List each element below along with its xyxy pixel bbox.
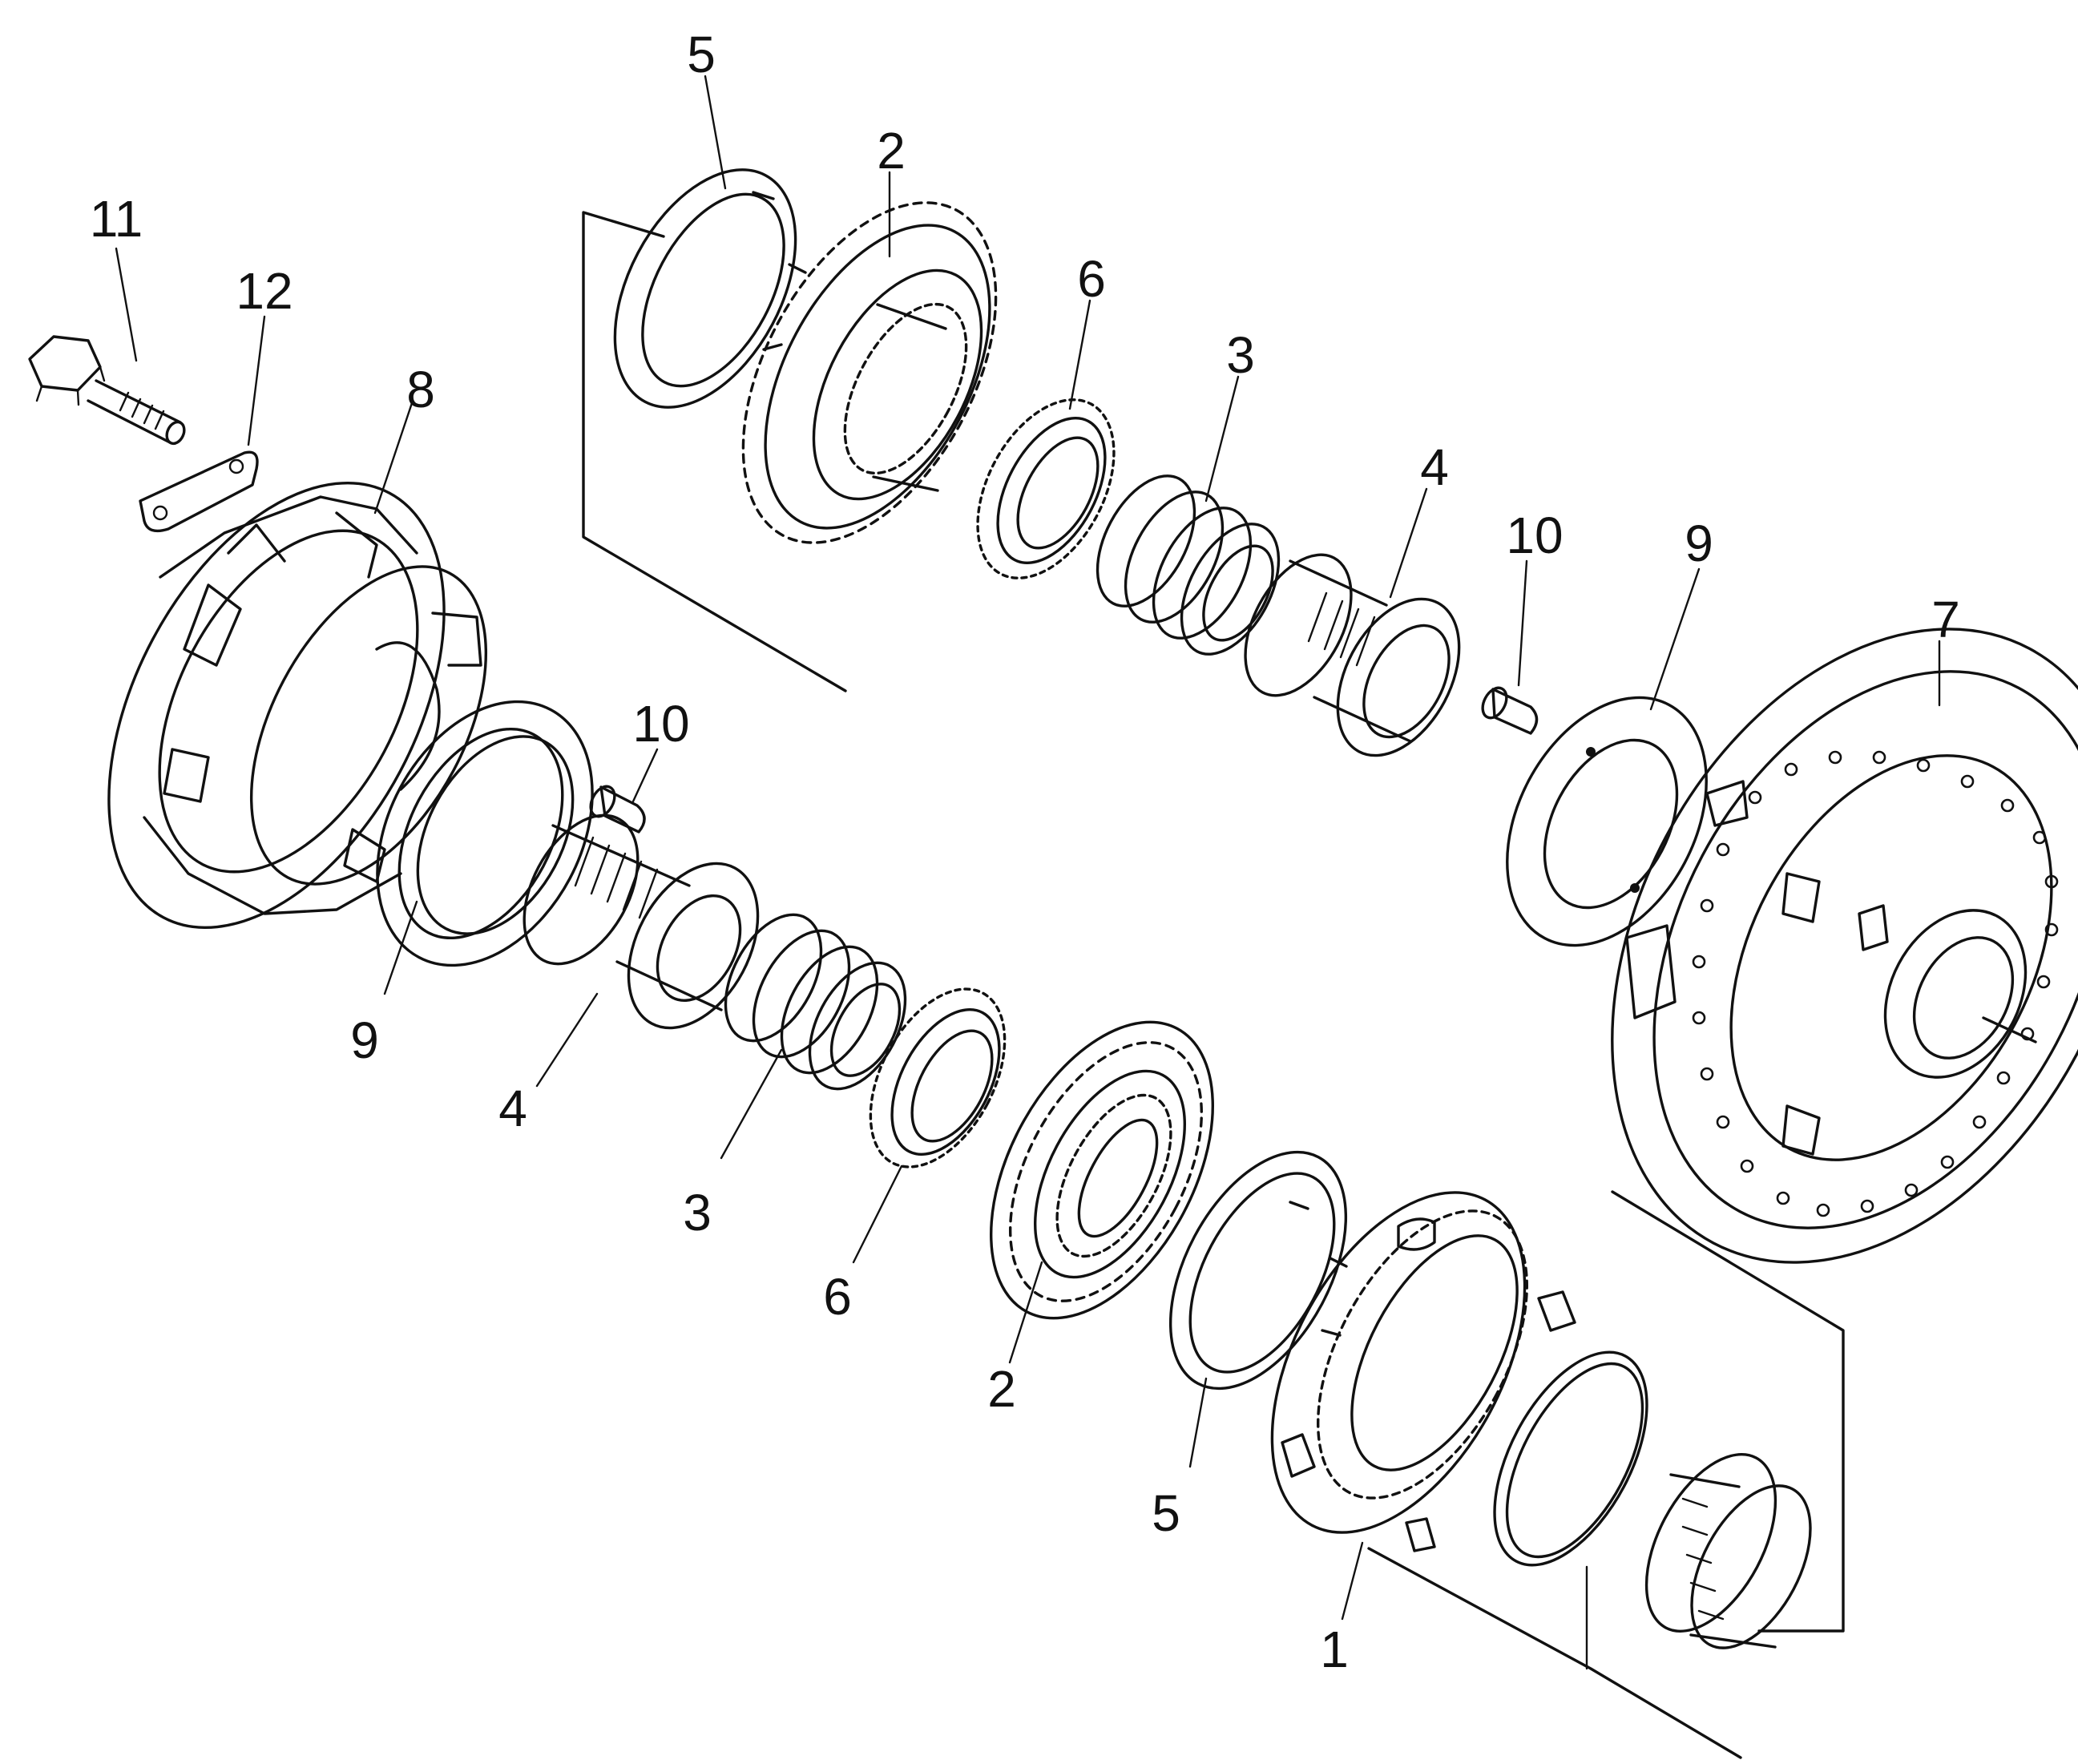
spring-lower [724,913,907,1091]
pin-lower [589,785,646,834]
upper-bracket-line [582,211,847,692]
callout-5-lower: 5 [1152,1484,1180,1542]
callout-4-lower: 4 [498,1080,527,1137]
callout-12: 12 [236,262,293,320]
callout-10-lower: 10 [632,695,689,753]
callout-3-lower: 3 [683,1184,712,1241]
callout-11: 11 [90,190,143,248]
callout-1: 1 [1320,1621,1349,1678]
callout-6-lower: 6 [823,1268,852,1326]
synchronizer-gear-upper [741,201,998,544]
spring-upper [1095,474,1281,656]
callout-2-upper: 2 [877,122,906,180]
snap-ring-part [1493,1350,1648,1567]
synchronizer-gear-lower [990,1020,1214,1320]
callout-8: 8 [406,361,435,418]
callout-5-upper: 5 [687,26,716,83]
callout-4-upper: 4 [1420,438,1449,496]
callout-3-upper: 3 [1226,326,1255,384]
split-ring-upper [613,168,807,409]
shim-washer-upper [1506,696,1708,947]
callout-7: 7 [1931,591,1960,648]
leader-lines [115,75,1941,1670]
lock-plate-part [139,450,259,533]
callout-10-upper: 10 [1506,507,1563,564]
pin-upper [1481,686,1539,735]
shim-washer-lower [376,700,594,967]
bolt-part [28,335,186,446]
callout-6-upper: 6 [1077,250,1106,308]
flanged-hub-part [1611,628,2078,1264]
callout-2-lower: 2 [987,1360,1016,1418]
housing-part [107,481,488,930]
lower-bracket-line [1367,1190,1845,1759]
callout-9-lower: 9 [350,1011,379,1069]
needle-bearing-part [1644,1453,1812,1649]
splined-hub-upper [1244,553,1461,757]
sleeve-hub-part [1270,1191,1576,1552]
split-ring-lower [1168,1150,1348,1391]
callout-9-upper: 9 [1685,515,1713,572]
toothed-ring-lower [869,987,1007,1169]
callout-labels: 11 12 8 5 2 6 3 4 10 9 7 10 9 4 3 6 2 5 … [90,26,1960,1678]
toothed-ring-upper [976,398,1116,579]
splined-hub-lower [523,813,760,1030]
